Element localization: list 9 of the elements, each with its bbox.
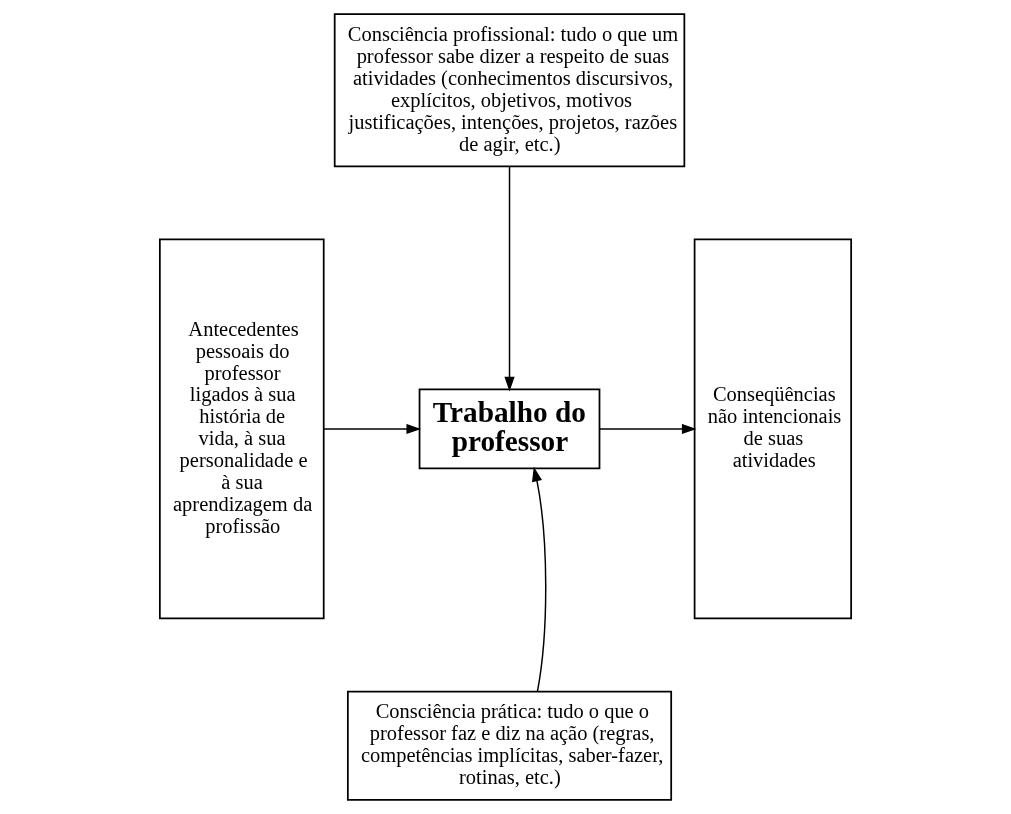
node-box: Consciência profissional: tudo o que um professor sabe dizer a respeito de suas atividades (conhecimentos discursivos, explícitos, objetivos, motivos justificações, intenções, projetos, razões de agir, etc.) xyxy=(333,13,686,168)
arrow xyxy=(532,466,547,692)
node-box: Trabalho do professor xyxy=(418,388,601,470)
arrow xyxy=(323,423,422,435)
arrow xyxy=(598,423,697,435)
node-box: Conseqüências não intencionais de suas atividades xyxy=(693,238,853,620)
node-box: Consciência prática: tudo o que o professor faz e diz na ação (regras, competências implícitas, saber-fazer, rotinas, etc.) xyxy=(347,690,673,801)
arrow xyxy=(504,165,515,392)
node-box: Antecedentes pessoais do professor ligados à sua história de vida, à sua personalidade e à sua aprendizagem da profissão xyxy=(158,238,325,620)
